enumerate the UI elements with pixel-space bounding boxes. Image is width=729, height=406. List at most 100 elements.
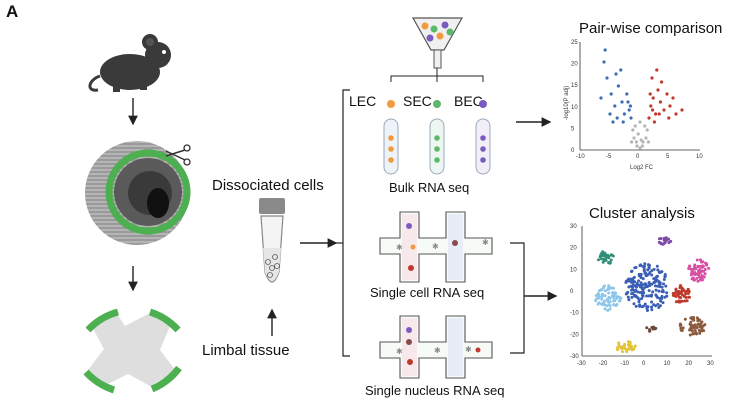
cluster-point-0 xyxy=(643,302,647,306)
sec-cell-dot xyxy=(433,100,441,108)
cluster-point-5 xyxy=(687,295,691,299)
cluster-point-2 xyxy=(604,256,608,260)
volcano-point-0-7 xyxy=(625,92,629,96)
cluster-point-0 xyxy=(637,300,641,304)
volcano-point-0-14 xyxy=(599,96,603,100)
volcano-point-1-7 xyxy=(665,92,669,96)
cluster-point-7 xyxy=(622,343,626,347)
cluster-y-tick: 10 xyxy=(570,267,577,273)
cluster-point-0 xyxy=(661,301,665,305)
volcano-point-0-15 xyxy=(626,100,630,104)
cluster-point-0 xyxy=(637,304,641,308)
bec-bulk-tube xyxy=(475,118,491,175)
cluster-point-0 xyxy=(630,295,634,299)
volcano-xlabel: Log2 FC xyxy=(630,165,654,171)
volcano-point-0-13 xyxy=(621,120,625,124)
volcano-point-2-15 xyxy=(630,140,634,144)
cluster-point-0 xyxy=(626,278,630,282)
volcano-point-1-16 xyxy=(652,120,657,124)
cluster-point-0 xyxy=(662,278,666,282)
cluster-point-5 xyxy=(685,299,689,303)
cluster-point-1 xyxy=(594,293,598,297)
volcano-point-2-0 xyxy=(632,136,636,140)
cluster-point-0 xyxy=(647,289,651,293)
cluster-point-4 xyxy=(697,270,701,274)
volcano-point-1-2 xyxy=(651,96,655,100)
cluster-point-6 xyxy=(689,316,693,320)
panel-label: A xyxy=(6,2,19,21)
cluster-point-1 xyxy=(618,299,622,303)
cluster-point-6 xyxy=(699,325,703,329)
volcano-point-0-6 xyxy=(622,112,627,116)
cluster-point-0 xyxy=(650,273,654,277)
dissociated-cells-tube-icon xyxy=(259,198,285,283)
single-cell-chip-icon: ✱ ✱ ✱ xyxy=(379,211,493,283)
cluster-point-0 xyxy=(650,282,654,286)
cluster-point-5 xyxy=(684,292,688,296)
volcano-ylabel: -log10(P adj) xyxy=(564,86,570,120)
svg-text:✱: ✱ xyxy=(465,345,472,354)
cluster-point-6 xyxy=(696,318,700,322)
cluster-point-4 xyxy=(692,278,696,282)
cluster-point-2 xyxy=(599,253,603,257)
cluster-point-1 xyxy=(616,295,620,299)
cluster-point-2 xyxy=(602,257,606,261)
cluster-point-7 xyxy=(621,350,625,354)
cluster-point-4 xyxy=(695,276,699,280)
volcano-x-tick: 5 xyxy=(666,154,670,160)
cluster-point-3 xyxy=(665,238,669,242)
volcano-x-tick: 0 xyxy=(636,154,640,160)
volcano-point-1-13 xyxy=(660,80,664,84)
single-nucleus-rna-seq-label: Single nucleus RNA seq xyxy=(365,383,505,398)
volcano-point-1-6 xyxy=(662,108,666,112)
cluster-point-6 xyxy=(693,323,697,327)
cluster-point-1 xyxy=(603,294,607,298)
cluster-point-0 xyxy=(661,290,665,294)
cluster-point-0 xyxy=(627,285,631,289)
volcano-y-tick: 5 xyxy=(571,126,575,132)
cluster-point-7 xyxy=(629,345,633,349)
cluster-point-4 xyxy=(693,272,697,276)
single-nucleus-chip-icon: ✱ ✱ ✱ xyxy=(379,315,493,379)
volcano-point-1-0 xyxy=(647,116,651,120)
cluster-point-0 xyxy=(639,263,643,267)
cluster-point-5 xyxy=(674,300,678,304)
cluster-point-0 xyxy=(641,277,645,281)
cluster-y-tick: 30 xyxy=(570,224,577,230)
volcano-point-0-18 xyxy=(603,48,607,52)
cluster-point-0 xyxy=(624,280,628,284)
cluster-point-0 xyxy=(633,280,637,284)
svg-text:✱: ✱ xyxy=(482,238,489,247)
cluster-point-0 xyxy=(633,284,637,288)
cluster-point-2 xyxy=(602,254,606,258)
cluster-point-0 xyxy=(657,305,661,309)
cluster-point-8 xyxy=(648,329,652,333)
cluster-point-1 xyxy=(606,287,610,291)
volcano-point-1-8 xyxy=(668,104,672,108)
cluster-point-4 xyxy=(691,276,695,280)
cluster-point-2 xyxy=(601,251,605,255)
cluster-point-0 xyxy=(637,279,641,283)
cluster-point-1 xyxy=(600,292,604,296)
volcano-point-2-1 xyxy=(635,144,639,148)
cluster-point-4 xyxy=(695,258,699,262)
volcano-x-tick: -5 xyxy=(606,154,612,160)
cluster-point-0 xyxy=(662,282,666,286)
cluster-point-0 xyxy=(650,308,654,312)
cluster-point-0 xyxy=(658,297,662,301)
cluster-point-1 xyxy=(614,291,618,295)
dissociated-cells-label: Dissociated cells xyxy=(212,177,324,194)
cluster-point-6 xyxy=(683,317,687,321)
pairwise-comparison-title: Pair-wise comparison xyxy=(579,20,723,37)
cluster-point-6 xyxy=(700,329,704,333)
cluster-point-5 xyxy=(679,296,683,300)
cluster-point-6 xyxy=(695,325,699,329)
cluster-point-0 xyxy=(657,270,661,274)
volcano-point-1-17 xyxy=(657,112,661,116)
cluster-point-7 xyxy=(627,347,631,351)
cluster-point-0 xyxy=(629,280,633,284)
sec-bulk-tube xyxy=(429,118,445,175)
volcano-point-1-4 xyxy=(656,88,660,92)
